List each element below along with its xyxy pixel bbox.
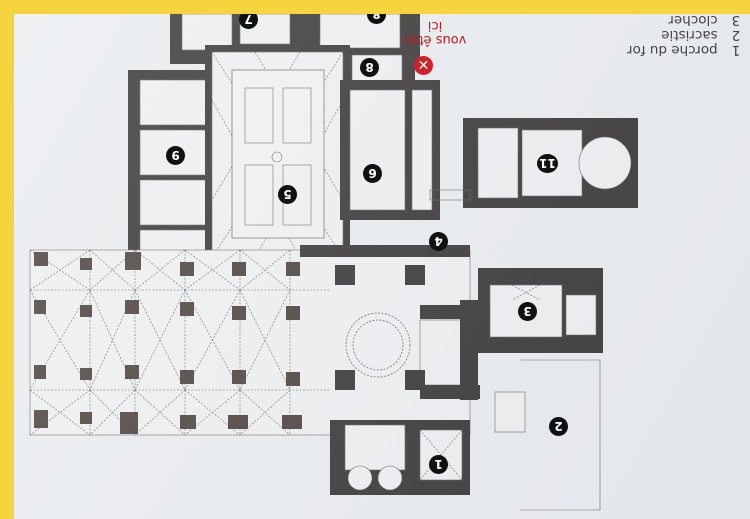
marker-8: 8: [360, 58, 379, 77]
legend: 1 porche du for 2 sacristie 3 clocher: [627, 14, 742, 58]
marker-5: 5: [278, 185, 297, 204]
top-border: [0, 0, 750, 14]
marker-1: 1: [429, 455, 448, 474]
legend-item-3: 3 clocher: [668, 14, 741, 28]
marker-2: 2: [549, 417, 568, 436]
marker-4: 4: [429, 232, 448, 251]
legend-item-2: 2 sacristie: [661, 27, 741, 43]
you-are-here-label: vous êtes ici: [403, 18, 467, 47]
floor-plan-sheet: 1 porche du for 2 sacristie 3 clocher: [14, 14, 750, 519]
marker-6: 6: [363, 164, 382, 183]
marker-9: 9: [166, 146, 185, 165]
marker-11: 11: [537, 154, 558, 173]
marker-3: 3: [518, 302, 537, 321]
legend-item-1: 1 porche du for: [627, 42, 741, 58]
you-are-here-icon: ✕: [414, 56, 433, 75]
floor-plan-drawing: [29, 14, 638, 511]
